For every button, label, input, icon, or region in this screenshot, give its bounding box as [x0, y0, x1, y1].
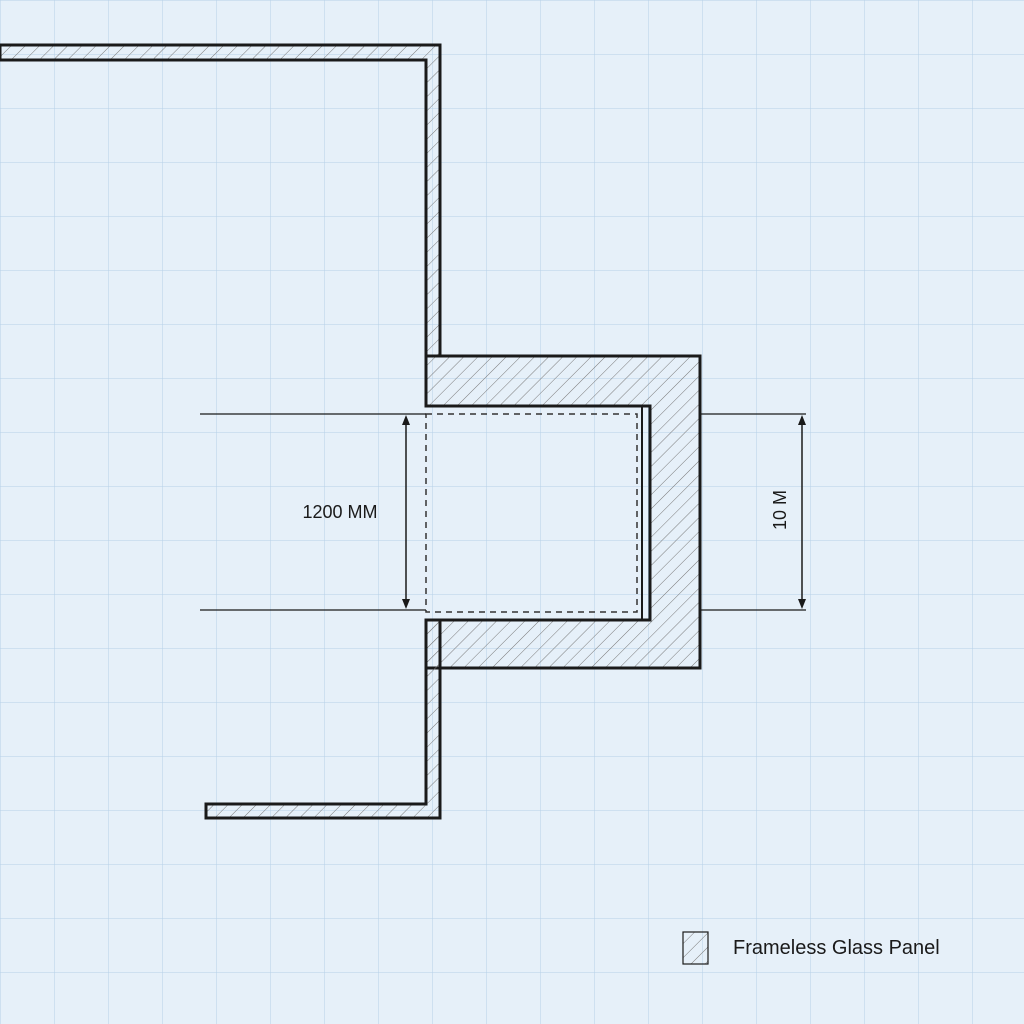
- dimension-side-label: 10 M: [770, 490, 790, 530]
- lower-wall: [204, 618, 442, 820]
- glass-panel-opening: [425, 406, 643, 620]
- extension-lines: [200, 413, 806, 611]
- dimension-line-left: 1200 MM: [302, 415, 410, 609]
- legend: Frameless Glass Panel: [682, 931, 940, 965]
- dimension-line-right: 10 M: [770, 415, 806, 609]
- dimension-width-label: 1200 MM: [302, 502, 377, 522]
- legend-glass-panel-label: Frameless Glass Panel: [733, 937, 940, 959]
- legend-hatch-swatch: [682, 931, 709, 965]
